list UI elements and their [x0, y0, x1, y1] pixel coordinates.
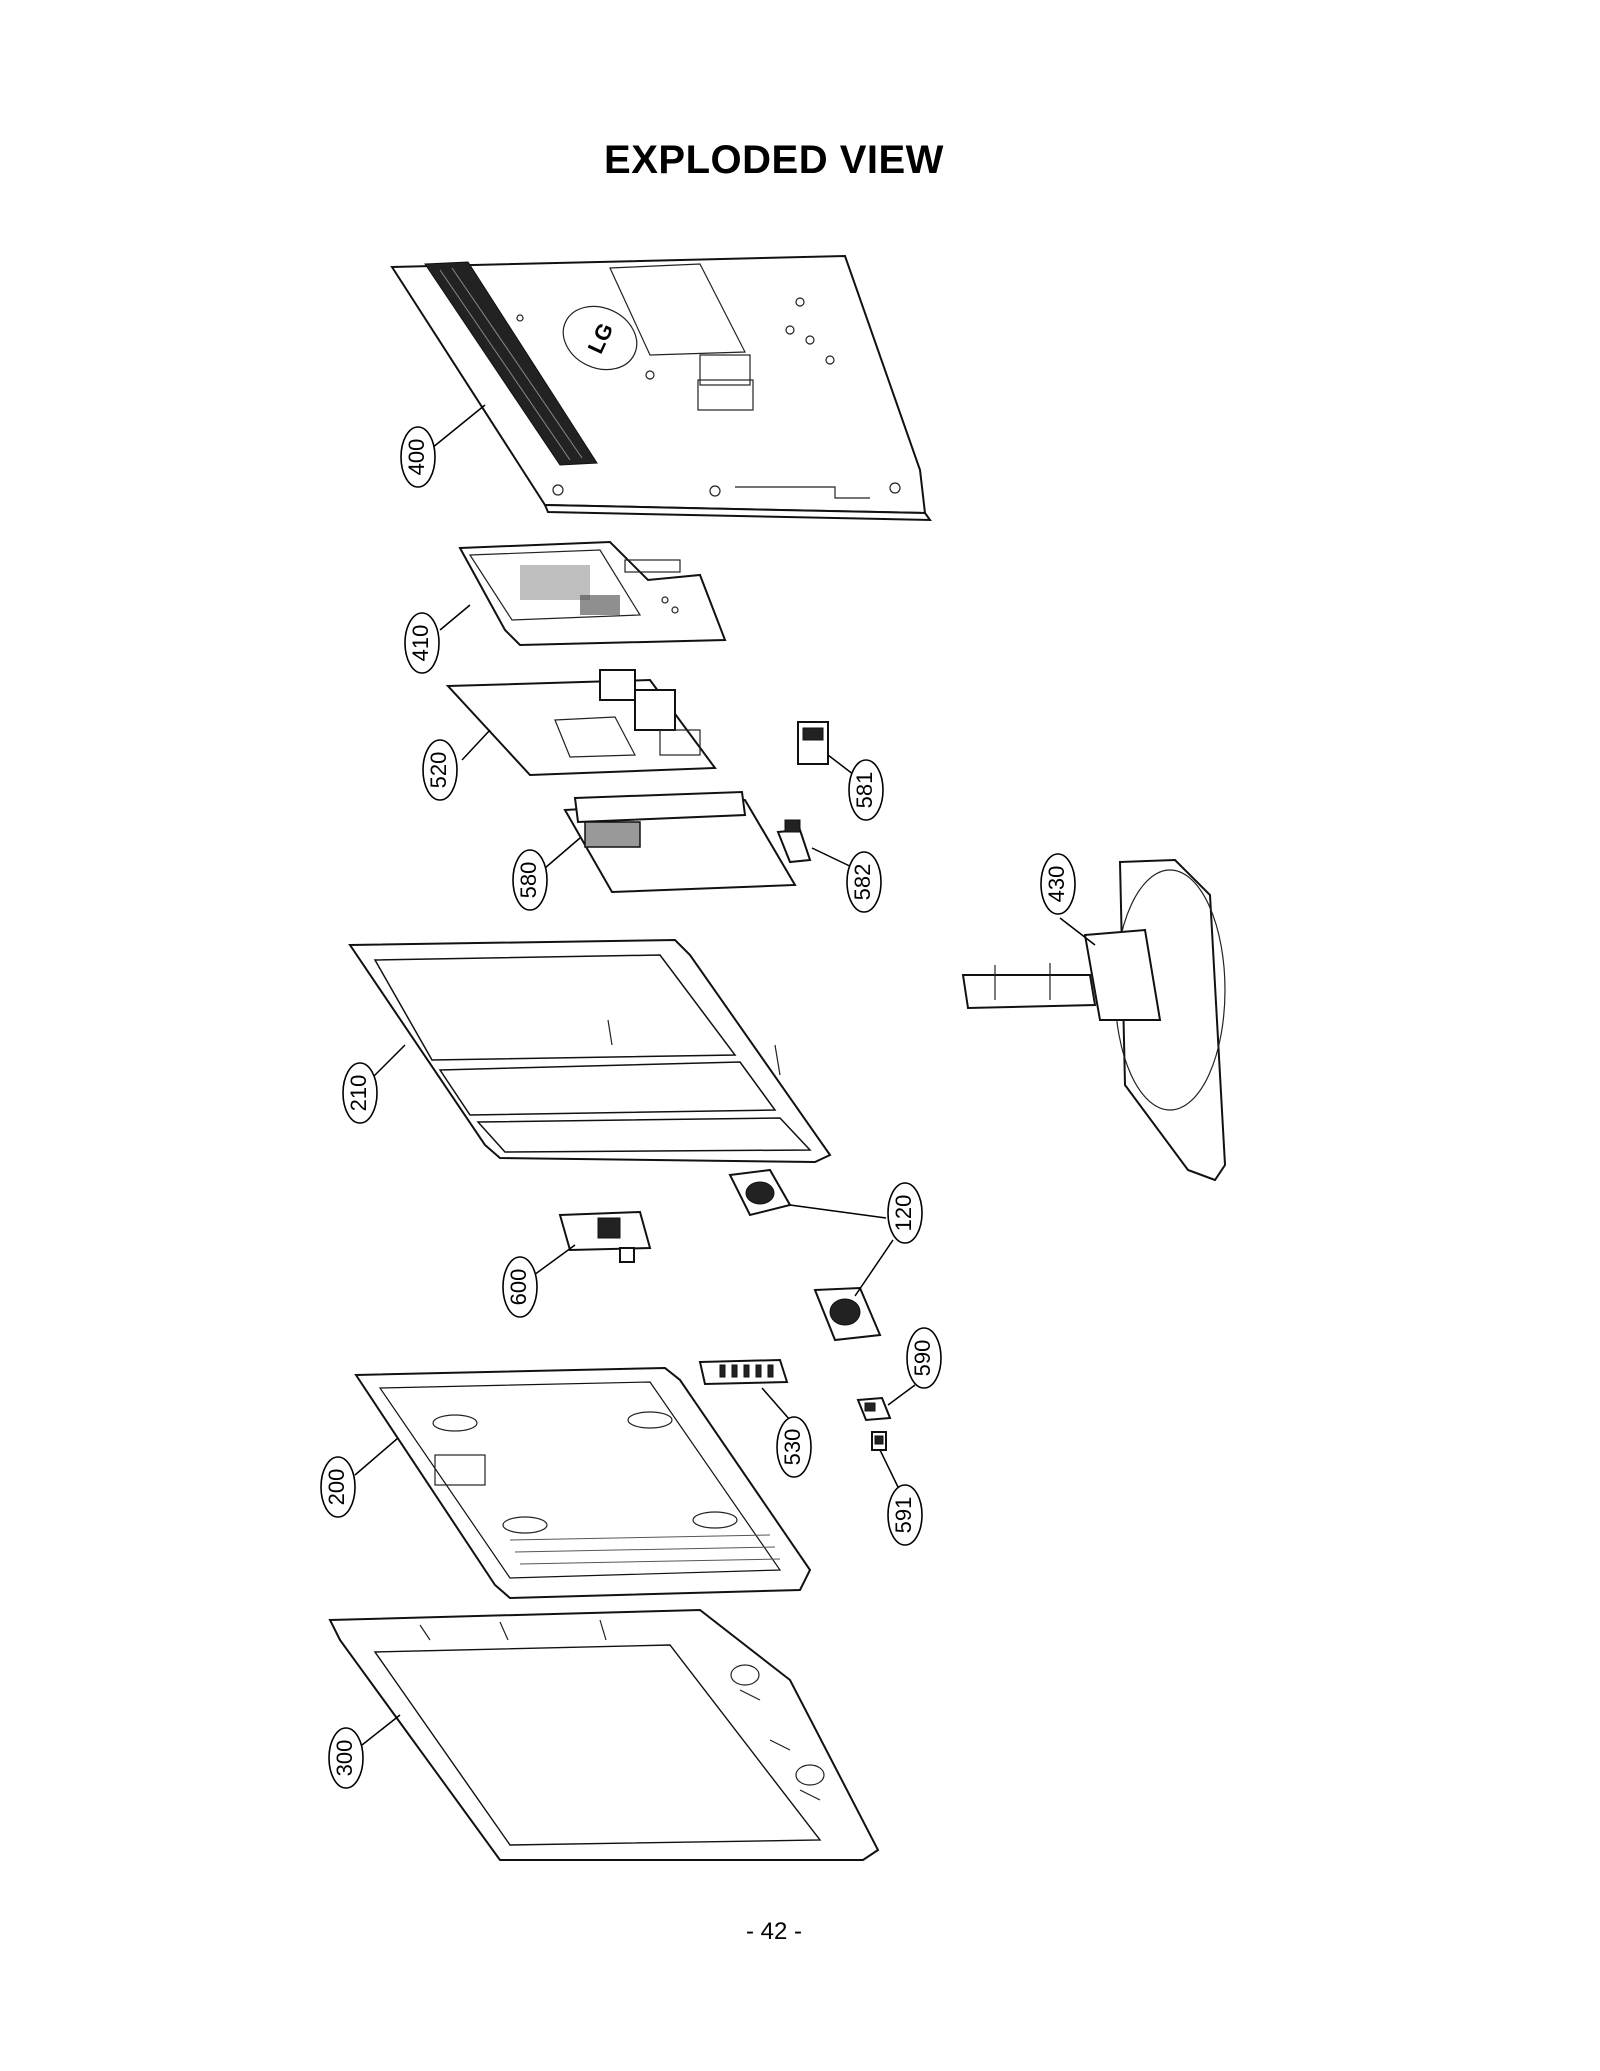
page-title: EXPLODED VIEW: [604, 138, 944, 182]
part-label-400: 400: [404, 439, 429, 476]
part-582-callout: 582: [811, 847, 882, 913]
part-200-lcd-module: [354, 1366, 812, 1600]
part-label-582: 582: [850, 864, 875, 901]
part-580-callout: 580: [512, 837, 581, 911]
part-410-shield: [458, 540, 727, 647]
part-label-581: 581: [852, 772, 877, 809]
page-number: - 42 -: [745, 1918, 802, 1945]
part-530-callout: 530: [761, 1387, 812, 1478]
part-580-power-board: [563, 790, 797, 894]
part-520-callout: 520: [422, 729, 491, 801]
part-210-callout: 210: [342, 1044, 406, 1124]
part-label-430: 430: [1044, 866, 1069, 903]
part-label-410: 410: [408, 625, 433, 662]
part-label-200: 200: [324, 1469, 349, 1506]
part-591-cable: [871, 1431, 887, 1451]
part-label-120: 120: [891, 1195, 916, 1232]
part-210-frame: [348, 938, 832, 1164]
part-120-callout: 120: [789, 1182, 923, 1297]
part-582-bracket: [776, 819, 812, 864]
part-300-front-bezel: [328, 1608, 880, 1861]
part-label-600: 600: [506, 1269, 531, 1306]
part-label-530: 530: [780, 1429, 805, 1466]
part-581-connector: [797, 721, 829, 765]
part-400-back-cover: LG: [390, 254, 932, 522]
part-581-callout: 581: [827, 754, 884, 821]
part-label-520: 520: [426, 752, 451, 789]
part-530-key-board: [698, 1358, 789, 1386]
part-label-210: 210: [346, 1075, 371, 1112]
part-600-callout: 600: [502, 1244, 576, 1318]
part-120-speaker-lower: [813, 1286, 882, 1342]
part-200-callout: 200: [320, 1437, 399, 1518]
part-label-591: 591: [891, 1497, 916, 1534]
part-300-callout: 300: [328, 1714, 401, 1789]
part-label-590: 590: [910, 1340, 935, 1377]
part-120-speaker-upper: [728, 1168, 792, 1217]
part-590-callout: 590: [887, 1327, 942, 1406]
part-label-580: 580: [516, 862, 541, 899]
part-591-callout: 591: [879, 1449, 923, 1546]
part-430-callout: 430: [1040, 853, 1096, 946]
part-520-main-board: [445, 669, 717, 777]
part-410-callout: 410: [404, 604, 471, 674]
part-label-300: 300: [332, 1740, 357, 1777]
part-590-small-board: [856, 1396, 892, 1422]
part-600-button-assembly: [558, 1210, 652, 1263]
part-430-stand: [961, 858, 1227, 1182]
part-400-callout: 400: [400, 404, 486, 488]
